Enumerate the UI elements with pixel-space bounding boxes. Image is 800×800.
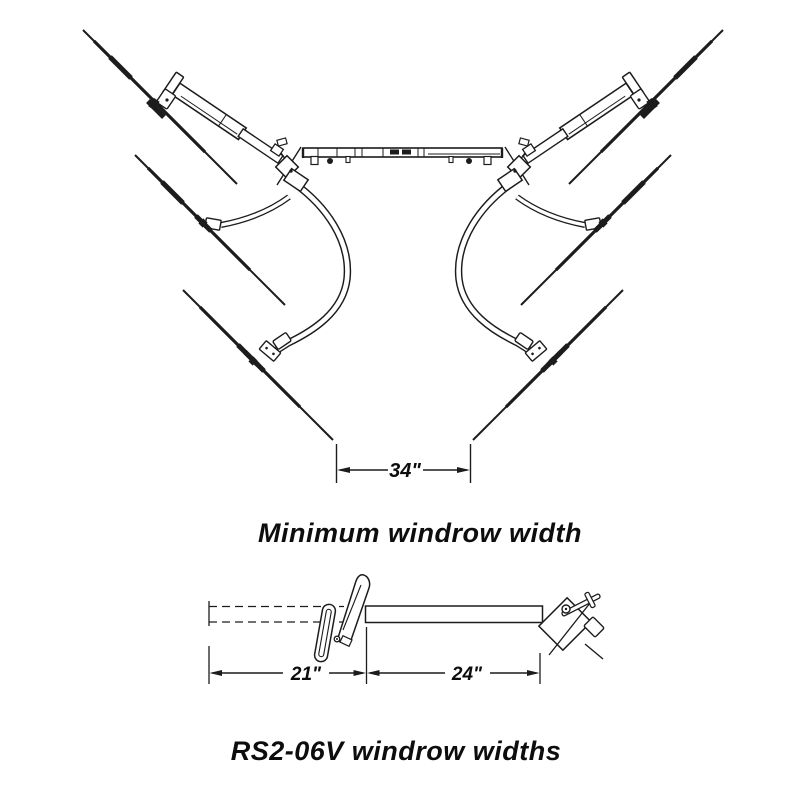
- rake-arm-left: [82, 29, 352, 441]
- tube-coupler: [272, 332, 292, 350]
- guard-strap: [313, 603, 337, 663]
- crossbar-center-plate: [390, 149, 399, 155]
- arrow-right: [527, 670, 540, 676]
- arm-tube: [258, 179, 352, 362]
- dimension-24: 24": [367, 653, 541, 685]
- arrow-right: [353, 670, 366, 676]
- tine-bar-clamps: [146, 97, 266, 373]
- dimension-label-21: 21": [290, 664, 322, 685]
- crossbar-tab: [310, 155, 319, 166]
- hitch-bracket: [537, 591, 605, 660]
- dimension-21: 21": [208, 627, 368, 685]
- dimension-label-34: 34": [389, 460, 421, 482]
- dimension-label-24: 24": [451, 664, 483, 685]
- arrow-left: [337, 467, 350, 473]
- windguard-loop: [313, 574, 371, 663]
- pin-clip: [584, 591, 596, 609]
- hidden-tube-dashed: [208, 601, 344, 626]
- dimension-34: 34": [335, 444, 472, 483]
- frame-junction-bracket: [269, 137, 310, 193]
- hydraulic-cylinder: [156, 71, 284, 165]
- side-view-diagram: 21" 24" RS2-06V windrow widths: [208, 574, 605, 766]
- front-view-diagram: 34" Minimum windrow width: [82, 29, 723, 548]
- arrow-left: [367, 670, 380, 676]
- rake-wheel-bars: [82, 29, 334, 441]
- arrow-left: [209, 670, 222, 676]
- side-view-caption: RS2-06V windrow widths: [231, 736, 562, 766]
- inner-brace-tube: [204, 194, 291, 231]
- arrow-right: [457, 467, 470, 473]
- main-tube: [364, 605, 544, 624]
- arm-foot-plate: [258, 340, 282, 362]
- front-view-caption: Minimum windrow width: [258, 518, 582, 548]
- cylinder-rod: [237, 127, 284, 165]
- frame-crossbar: [301, 147, 504, 166]
- rake-arm-right: [459, 30, 723, 440]
